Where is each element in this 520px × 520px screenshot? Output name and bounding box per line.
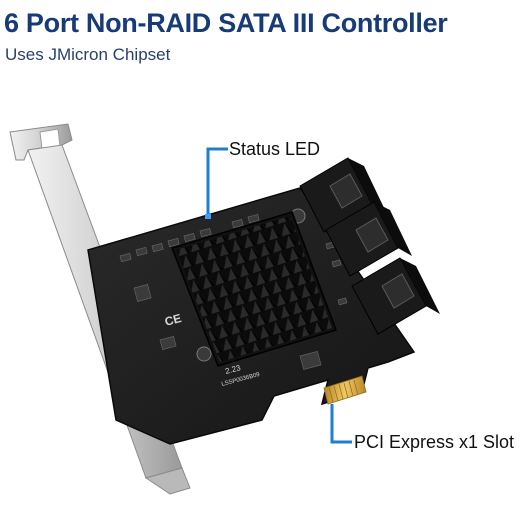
status-led [205,214,211,219]
sata-ports [299,157,440,335]
pci-slot-callout-line [330,404,352,444]
heatsink [171,211,337,367]
callout-lines [206,147,352,444]
capacitor [196,346,212,362]
board-version: 2.23 [224,363,242,376]
sata-port [325,201,412,277]
pci-express-slot-label: PCI Express x1 Slot [354,432,515,452]
ce-mark: CE [163,311,183,329]
page-title: 6 Port Non-RAID SATA III Controller [4,8,448,38]
status-led-callout-line [206,147,228,214]
status-led-label: Status LED [229,139,321,159]
page-subtitle: Uses JMicron Chipset [5,45,171,64]
pci-express-contacts [323,375,367,405]
sata-port [351,257,440,335]
